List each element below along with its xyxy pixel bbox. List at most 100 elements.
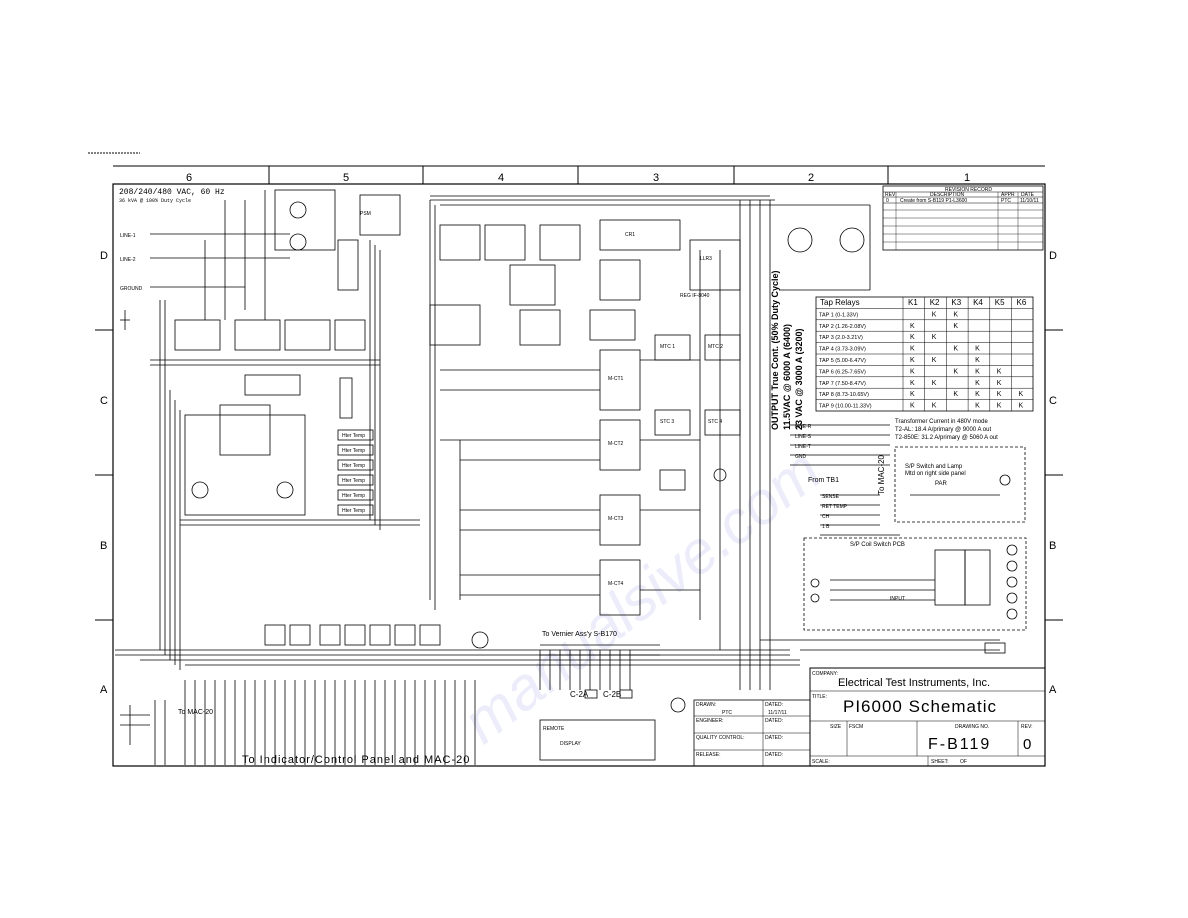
component-labels: LINE-1 LINE-2 GROUND PSM CR1 LLR3 REG IF… <box>120 211 905 747</box>
revision-header-desc: DESCRIPTION <box>930 192 965 198</box>
tap-relay-mark: K <box>910 334 915 341</box>
from-tb1-label: From TB1 <box>808 477 839 484</box>
svg-text:INPUT: INPUT <box>890 596 905 602</box>
dated-label-1: DATED: <box>765 702 783 708</box>
svg-text:STC 4: STC 4 <box>708 419 722 425</box>
tap-relay-mark: K <box>997 380 1002 387</box>
svg-text:PSM: PSM <box>360 211 371 217</box>
tap-relay-mark: K <box>975 346 980 353</box>
sheet-label: SHEET: <box>931 759 949 765</box>
tap-relay-mark: K <box>975 357 980 364</box>
tap-relay-mark: K <box>910 357 915 364</box>
tap-relay-mark: K <box>910 368 915 375</box>
transformer-note-line1: Transformer Current in 480V mode <box>895 419 988 425</box>
svg-text:RET TEMP: RET TEMP <box>822 504 848 510</box>
schematic-wiring <box>115 189 1027 765</box>
title-field-label: TITLE: <box>812 694 827 700</box>
svg-text:LINE-2: LINE-2 <box>120 257 136 263</box>
zone-row-a-right: A <box>1049 684 1057 696</box>
relay-header-k1: K1 <box>908 298 918 307</box>
tap-relay-mark: K <box>910 380 915 387</box>
tap-relay-mark: K <box>953 323 958 330</box>
zone-frame <box>95 165 1063 767</box>
tap-row-label: TAP 1 (0-1.33V) <box>819 312 858 318</box>
date-value: 11/17/11 <box>768 710 787 716</box>
svg-text:Hter Temp: Hter Temp <box>342 493 365 499</box>
drawing-title: PI6000 Schematic <box>843 697 997 716</box>
relay-header-k6: K6 <box>1017 298 1027 307</box>
tap-relay-mark: K <box>1019 391 1024 398</box>
svg-text:Hter Temp: Hter Temp <box>342 508 365 514</box>
transformer-note-line3: T2-850E: 31.2 A/primary @ 5060 A out <box>895 435 998 441</box>
zone-row-b-right: B <box>1049 540 1056 552</box>
zone-row-c-left: C <box>100 395 108 407</box>
transformer-note-line2: T2-AL: 18.4 A/primary @ 9000 A out <box>895 427 991 433</box>
svg-text:LLR3: LLR3 <box>700 256 712 262</box>
tap-relay-mark: K <box>910 323 915 330</box>
dated-label-2: DATED: <box>765 718 783 724</box>
svg-text:DISPLAY: DISPLAY <box>560 741 581 747</box>
output-note-line3: 23 VAC @ 3000 A (3200) <box>794 329 804 431</box>
zone-row-d-right: D <box>1049 250 1057 262</box>
c2a-label: C-2A <box>570 690 589 699</box>
svg-text:STC 3: STC 3 <box>660 419 674 425</box>
tap-row-label: TAP 6 (6.25-7.65V) <box>819 369 866 375</box>
zone-col-6: 6 <box>186 172 192 184</box>
drawing-number: F-B119 <box>928 736 991 753</box>
dated-label-4: DATED: <box>765 752 783 758</box>
revision-row-date: 11/10/11 <box>1020 198 1039 204</box>
zone-col-5: 5 <box>343 172 349 184</box>
relay-header-k5: K5 <box>995 298 1005 307</box>
tap-relay-mark: K <box>910 403 915 410</box>
tap-relay-mark: K <box>953 368 958 375</box>
revision-row-desc: Create from S-B119 P1-L3600 <box>900 198 967 204</box>
supply-rating: 208/240/480 VAC, 60 Hz <box>119 188 225 197</box>
signoff-block: DRAWN: PTC DATED: 11/17/11 ENGINEER: DAT… <box>693 699 811 767</box>
tap-row-label: TAP 7 (7.50-8.47V) <box>819 381 866 387</box>
svg-text:M-CT1: M-CT1 <box>608 376 623 382</box>
size-label: SIZE <box>830 724 842 730</box>
revision-header-rev: REV <box>885 192 896 198</box>
sheet-value: OF <box>960 759 967 765</box>
revision-row-rev: 0 <box>886 198 889 204</box>
revision-block: REVISION RECORD REV DESCRIPTION APPR DAT… <box>882 185 1044 251</box>
tap-row-label: TAP 5 (5.00-6.47V) <box>819 358 866 364</box>
svg-text:CR1: CR1 <box>625 232 635 238</box>
tap-relay-mark: K <box>932 403 937 410</box>
rev-label: REV: <box>1021 724 1032 730</box>
tap-row-label: TAP 3 (2.0-3.21V) <box>819 335 863 341</box>
svg-text:M-CT3: M-CT3 <box>608 516 623 522</box>
bottom-caption: To Indicator/Control Panel and MAC-20 <box>242 754 470 766</box>
mtd-right-label: Mtd on right side panel <box>905 471 966 477</box>
tap-relay-mark: K <box>953 346 958 353</box>
output-note: OUTPUT True Cont. (50% Duty Cycle) 11.5V… <box>770 270 804 430</box>
revision-row-appr: PTC <box>1001 198 1011 204</box>
relay-header-k4: K4 <box>973 298 983 307</box>
output-note-line1: OUTPUT True Cont. (50% Duty Cycle) <box>770 270 780 430</box>
company-field-label: COMPANY: <box>812 671 838 677</box>
scale-label: SCALE: <box>812 759 830 765</box>
dated-label-3: DATED: <box>765 735 783 741</box>
svg-text:SENSE: SENSE <box>822 494 840 500</box>
drawn-label: DRAWN: <box>696 702 716 708</box>
engineer-label: ENGINEER: <box>696 718 724 724</box>
revision-title: REVISION RECORD <box>945 187 992 193</box>
svg-text:Hter Temp: Hter Temp <box>342 448 365 454</box>
tap-relay-mark: K <box>975 391 980 398</box>
dwg-no-label: DRAWING NO. <box>955 724 989 730</box>
zone-col-4: 4 <box>498 172 504 184</box>
tap-relay-mark: K <box>997 403 1002 410</box>
zone-row-a-left: A <box>100 684 108 696</box>
svg-text:LINE-1: LINE-1 <box>120 233 136 239</box>
svg-text:Hter Temp: Hter Temp <box>342 433 365 439</box>
zone-labels: 6 5 4 3 2 1 D C B A D C B A <box>100 172 1057 696</box>
svg-text:M-CT2: M-CT2 <box>608 441 623 447</box>
transformer-note: Transformer Current in 480V mode T2-AL: … <box>895 419 998 441</box>
kva-rating: 36 kVA @ 100% Duty Cycle <box>119 198 191 204</box>
svg-text:GND: GND <box>795 454 807 460</box>
to-vernier-label: To Vernier Ass'y S-B170 <box>542 631 617 638</box>
company-name: Electrical Test Instruments, Inc. <box>838 677 990 689</box>
tap-row-label: TAP 4 (3.73-3.09V) <box>819 347 866 353</box>
